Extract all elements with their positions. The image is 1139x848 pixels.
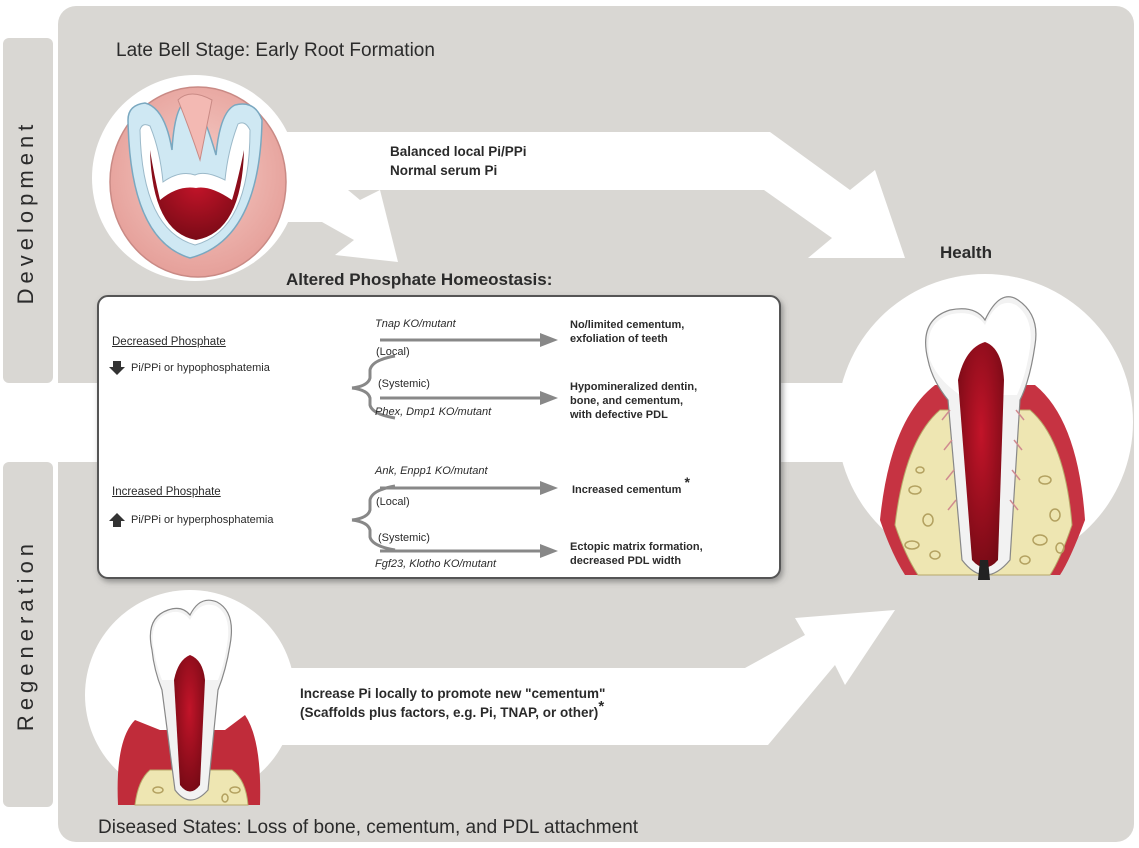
increased-phosphate-heading: Increased Phosphate — [112, 486, 221, 498]
increased-local-outcome: Increased cementum* — [572, 481, 690, 497]
decreased-phosphate-desc: Pi/PPi or hypophosphatemia — [131, 362, 270, 374]
regeneration-arrow-text: Increase Pi locally to promote new "ceme… — [300, 684, 605, 722]
increased-systemic-label: (Systemic) — [378, 532, 430, 544]
development-side-label: Development — [13, 37, 43, 387]
increased-systemic-outcome: Ectopic matrix formation, decreased PDL … — [570, 540, 703, 568]
diseased-states-title: Diseased States: Loss of bone, cementum,… — [98, 817, 638, 839]
altered-phosphate-title: Altered Phosphate Homeostasis: — [286, 270, 552, 290]
decreased-systemic-gene: Phex, Dmp1 KO/mutant — [375, 406, 491, 418]
decreased-local-label: (Local) — [376, 346, 410, 358]
increased-systemic-gene: Fgf23, Klotho KO/mutant — [375, 558, 496, 570]
increased-local-label: (Local) — [376, 496, 410, 508]
bell-stage-tooth-illustration — [92, 75, 298, 281]
increased-cementum-asterisk: * — [684, 474, 689, 490]
regeneration-side-label: Regeneration — [13, 460, 43, 810]
increased-local-gene: Ank, Enpp1 KO/mutant — [375, 465, 488, 477]
development-arrow-text: Balanced local Pi/PPi Normal serum Pi — [390, 142, 527, 180]
increased-phosphate-desc: Pi/PPi or hyperphosphatemia — [131, 514, 273, 526]
decreased-local-gene: Tnap KO/mutant — [375, 318, 456, 330]
decreased-systemic-label: (Systemic) — [378, 378, 430, 390]
decreased-local-outcome: No/limited cementum, exfoliation of teet… — [570, 318, 684, 346]
regeneration-asterisk: * — [598, 698, 604, 715]
decreased-systemic-outcome: Hypomineralized dentin, bone, and cement… — [570, 380, 697, 422]
development-stage-title: Late Bell Stage: Early Root Formation — [116, 40, 435, 62]
health-label: Health — [940, 243, 992, 263]
decreased-phosphate-heading: Decreased Phosphate — [112, 336, 226, 348]
